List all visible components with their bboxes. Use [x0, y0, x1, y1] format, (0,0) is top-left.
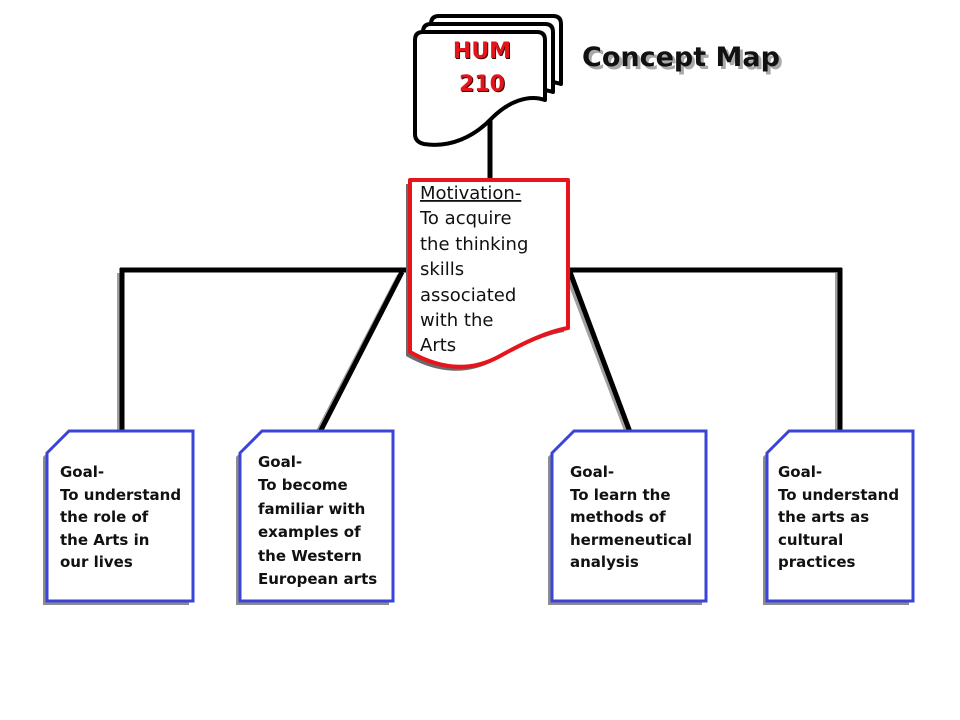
goal-line: To understand [60, 486, 181, 504]
motivation-line: skills [420, 259, 464, 280]
motivation-box-shape [408, 178, 570, 369]
goal-line: hermeneutical [570, 531, 692, 549]
goal-line: methods of [570, 508, 666, 526]
course-code-line1: HUM [453, 39, 511, 64]
goal-heading: Goal- [778, 463, 822, 481]
page-title: Concept Map [582, 42, 780, 73]
goal-line: the Arts in [60, 531, 149, 549]
goal-line: the role of [60, 508, 149, 526]
goal-line: To learn the [570, 486, 671, 504]
goal-line: familiar with [258, 500, 365, 518]
connector-to-goal-3 [567, 271, 633, 433]
motivation-box: Motivation- To acquire the thinking skil… [406, 178, 570, 371]
motivation-line: the thinking [420, 234, 528, 255]
goal-box-1: Goal- To understand the role of the Arts… [43, 429, 195, 605]
goal-line: practices [778, 553, 856, 571]
connector-to-goal-2 [317, 270, 405, 434]
document-sheet-front [413, 30, 547, 147]
goal-box-shape [238, 429, 395, 603]
connector-shadow [565, 274, 629, 434]
goal-box-shape [45, 429, 195, 603]
motivation-line: with the [420, 310, 493, 331]
goal-box-shape [550, 429, 708, 603]
goal-line: our lives [60, 553, 133, 571]
goal-line: the arts as [778, 508, 869, 526]
goal-line: To understand [778, 486, 899, 504]
goal-line: To become [258, 476, 348, 494]
goal-box-3: Goal- To learn the methods of hermeneuti… [548, 429, 708, 605]
goal-heading: Goal- [60, 463, 104, 481]
goal-box-2: Goal- To become familiar with examples o… [236, 429, 395, 605]
goal-box-shape [765, 429, 915, 603]
goal-line: analysis [570, 553, 639, 571]
motivation-line: associated [420, 285, 516, 306]
goal-heading: Goal- [570, 463, 614, 481]
goal-box-4: Goal- To understand the arts as cultural… [763, 429, 915, 605]
motivation-line: Arts [420, 335, 456, 356]
goal-line: the Western [258, 547, 362, 565]
course-document-stack: HUM 210 [413, 14, 563, 147]
goal-line: European arts [258, 570, 377, 588]
goal-line: examples of [258, 523, 361, 541]
goal-line: cultural [778, 531, 843, 549]
motivation-line: To acquire [419, 208, 512, 229]
course-code-line2: 210 [459, 72, 505, 97]
connectors [117, 112, 843, 434]
motivation-heading: Motivation- [420, 183, 521, 204]
goal-heading: Goal- [258, 453, 302, 471]
